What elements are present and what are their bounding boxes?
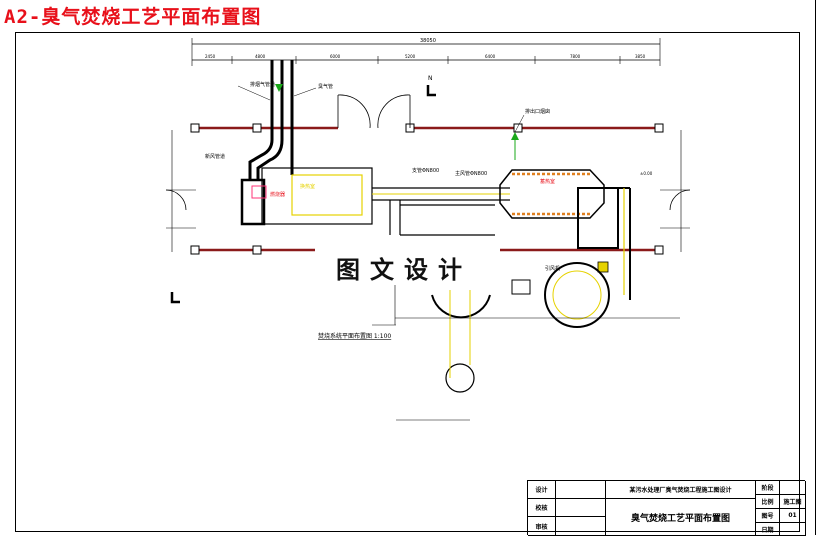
sheet-edge-line [815, 0, 816, 535]
tb-project: 某污水处理厂臭气焚烧工程施工图设计 [606, 481, 756, 499]
scrubber-inner [552, 270, 602, 320]
burner-element [251, 185, 267, 199]
drawing-frame [15, 32, 800, 532]
title-block: 设计 校核 审核 某污水处理厂臭气焚烧工程施工图设计 臭气焚烧工艺平面布置图 阶… [527, 480, 806, 536]
dim-ticks [191, 38, 661, 66]
svg-text:新风管道: 新风管道 [205, 153, 225, 160]
dim-1: 2450 [205, 54, 216, 59]
drawing-title: A2-臭气焚烧工艺平面布置图 [4, 6, 262, 28]
svg-text:排烟气管道: 排烟气管道 [250, 81, 275, 88]
drain-well [445, 363, 475, 393]
fan-box [597, 261, 609, 273]
tb-date-label: 日期 [756, 523, 780, 536]
tb-design: 设计 [528, 481, 556, 499]
main-duct-label: 主风管ΦN800 [455, 170, 487, 177]
building-walls [196, 126, 660, 252]
tb-sheet-value: 01 [780, 509, 806, 523]
main-duct [372, 187, 510, 236]
drain-pipe [449, 290, 471, 378]
stack-label: 排出口烟囱 [525, 108, 550, 115]
scrubber-tank [544, 262, 610, 328]
dim-2: 4800 [255, 54, 266, 59]
grade-mark: ±0.00 [640, 171, 653, 176]
vertical-ducts [248, 60, 294, 180]
grid-lines [166, 130, 690, 252]
tb-stage-value: 施工图 [780, 495, 806, 509]
north-label: N [428, 75, 433, 82]
dim-7: 3850 [635, 54, 646, 59]
airflow-arrow [275, 84, 519, 140]
heat-exchanger-label: 换热室 [300, 183, 315, 190]
incinerator-box [261, 167, 373, 225]
plan-caption: 焚烧系统平面布置图 1:100 [318, 332, 391, 340]
svg-text:臭气管: 臭气管 [318, 83, 333, 90]
dim-3: 6000 [330, 54, 341, 59]
door-arcs [165, 94, 691, 211]
tb-review: 审核 [528, 517, 556, 536]
watermark: 图文设计 [326, 250, 482, 285]
heat-exchanger-duct [291, 174, 363, 216]
dim-6: 7800 [570, 54, 581, 59]
right-duct [577, 187, 631, 300]
tb-scale-label: 比例 [756, 495, 780, 509]
burner-housing [240, 178, 266, 226]
overall-dim-text: 38050 [420, 38, 436, 44]
dim-5: 6400 [485, 54, 496, 59]
fan-label: 引风机 [545, 265, 560, 272]
tb-stage-label: 阶段 [756, 481, 780, 495]
tb-drawing-name: 臭气焚烧工艺平面布置图 [606, 499, 756, 536]
north-mark [170, 85, 436, 304]
dim-4: 5200 [405, 54, 416, 59]
tb-check: 校核 [528, 499, 556, 517]
rto-chamber [499, 169, 605, 219]
pump-box [511, 279, 531, 295]
left-tank [431, 294, 491, 319]
burner-label: 燃烧器 [270, 191, 285, 198]
branch-duct-label: 支管ΦN800 [412, 167, 439, 174]
rto-label: 蓄热室 [540, 178, 555, 185]
duct-labels: 排烟气管道 臭气管 新风管道 [205, 81, 333, 160]
tb-sheet-label: 图号 [756, 509, 780, 523]
